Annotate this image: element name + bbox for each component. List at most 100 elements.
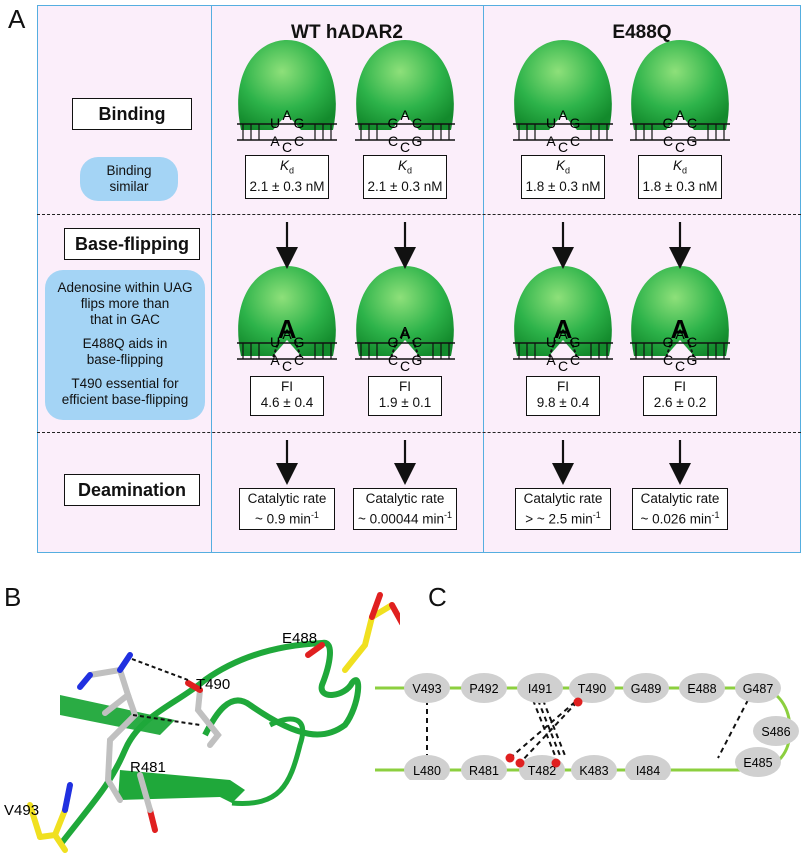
residue-e488: E488: [679, 673, 725, 703]
oxygen-dots: [505, 697, 583, 768]
residue-t490: T490: [569, 673, 615, 703]
svg-text:G: G: [687, 133, 698, 149]
svg-text:A: A: [282, 107, 292, 123]
residue-p492: P492: [461, 673, 507, 703]
svg-text:E488: E488: [687, 682, 716, 696]
rate-label: Catalytic rate: [247, 491, 327, 506]
svg-text:G: G: [663, 115, 674, 131]
svg-text:U: U: [546, 334, 556, 350]
loop-ribbon: [231, 716, 306, 806]
rate-label: Catalytic rate: [640, 491, 720, 506]
svg-text:C: C: [294, 133, 304, 149]
svg-text:C: C: [558, 139, 568, 155]
structure-hbonds: [131, 658, 201, 726]
rate-box-2: Catalytic rate ~ 0.00044 min-1: [353, 488, 457, 530]
kd-value: 1.8 ± 0.3 nM: [642, 178, 718, 194]
svg-text:I484: I484: [636, 764, 660, 778]
rate-box-3: Catalytic rate> ~ 2.5 min-1: [515, 488, 611, 530]
beta-strand-upper: [60, 695, 175, 735]
fi-value: 4.6 ± 0.4: [260, 395, 314, 410]
column-header-wt: WT hADAR2: [291, 22, 403, 43]
svg-text:G: G: [388, 115, 399, 131]
row-label-binding: Binding: [72, 98, 192, 130]
svg-text:G: G: [388, 334, 399, 350]
svg-text:C: C: [388, 133, 398, 149]
enzyme-binding-1: [238, 40, 336, 130]
svg-text:A: A: [400, 107, 410, 123]
svg-text:G489: G489: [631, 682, 662, 696]
svg-text:C: C: [570, 133, 580, 149]
rate-label: Catalytic rate: [523, 491, 603, 506]
kd-label: Kd: [397, 158, 413, 176]
residue-i491: I491: [517, 673, 563, 703]
svg-text:G: G: [412, 133, 423, 149]
kd-value: 2.1 ± 0.3 nM: [367, 178, 443, 194]
residue-v493: V493: [404, 673, 450, 703]
structure-cartoon: E488 T490 R481 V493: [4, 592, 400, 853]
label-t490: T490: [196, 676, 230, 693]
fi-label: FI: [281, 379, 293, 394]
row-divider-1: [37, 214, 801, 215]
enzyme-flipping-2: A: [356, 266, 454, 359]
enzyme-flipping-4: A: [631, 266, 729, 359]
svg-text:C: C: [675, 358, 685, 374]
panel-b-letter: B: [4, 582, 22, 612]
svg-text:A: A: [270, 352, 280, 368]
svg-text:U: U: [270, 334, 280, 350]
residue-e485: E485: [735, 747, 781, 777]
flipped-base-label: A: [400, 325, 411, 342]
svg-text:A: A: [675, 326, 685, 342]
fi-label: FI: [674, 379, 686, 394]
svg-text:C: C: [687, 115, 697, 131]
hbond-lines: [426, 699, 749, 764]
svg-text:E485: E485: [743, 756, 772, 770]
column-divider-1: [211, 5, 212, 553]
rate-value: ~ 0.026 min-1: [640, 510, 720, 527]
svg-text:S486: S486: [761, 725, 790, 739]
flipped-base-label: A: [671, 314, 690, 344]
svg-text:C: C: [412, 334, 422, 350]
svg-text:G: G: [412, 352, 423, 368]
fi-label: FI: [399, 379, 411, 394]
svg-text:K483: K483: [579, 764, 608, 778]
beta-strand-lower: [118, 770, 245, 803]
svg-text:A: A: [282, 326, 292, 342]
svg-text:A: A: [546, 133, 556, 149]
svg-text:A: A: [400, 326, 410, 342]
enzyme-binding-4: [631, 40, 729, 130]
label-e488: E488: [282, 630, 317, 647]
svg-text:G: G: [570, 334, 581, 350]
svg-text:A: A: [558, 326, 568, 342]
kd-label: Kd: [555, 158, 571, 176]
svg-text:C: C: [663, 352, 673, 368]
svg-text:P492: P492: [469, 682, 498, 696]
svg-text:C: C: [294, 352, 304, 368]
svg-text:T490: T490: [578, 682, 607, 696]
svg-text:C: C: [388, 352, 398, 368]
flipped-base-label: A: [554, 314, 573, 344]
panel-c-letter: C: [428, 582, 447, 612]
rate-value: ~ 0.9 min-1: [255, 510, 319, 527]
residue-l480: L480: [404, 755, 450, 780]
panel-a-letter: A: [8, 4, 26, 34]
svg-text:I491: I491: [528, 682, 552, 696]
svg-text:C: C: [570, 352, 580, 368]
column-header-mut: E488Q: [612, 22, 672, 43]
residue-g487: G487: [735, 673, 781, 703]
rate-label: Catalytic rate: [365, 491, 445, 506]
label-r481: R481: [130, 759, 166, 776]
svg-text:A: A: [675, 107, 685, 123]
svg-text:C: C: [282, 358, 292, 374]
rate-value: ~ 0.00044 min-1: [358, 510, 452, 527]
svg-text:C: C: [558, 358, 568, 374]
enzyme-binding-3: [514, 40, 612, 130]
fi-value: 9.8 ± 0.4: [536, 395, 590, 410]
fi-label: FI: [557, 379, 569, 394]
